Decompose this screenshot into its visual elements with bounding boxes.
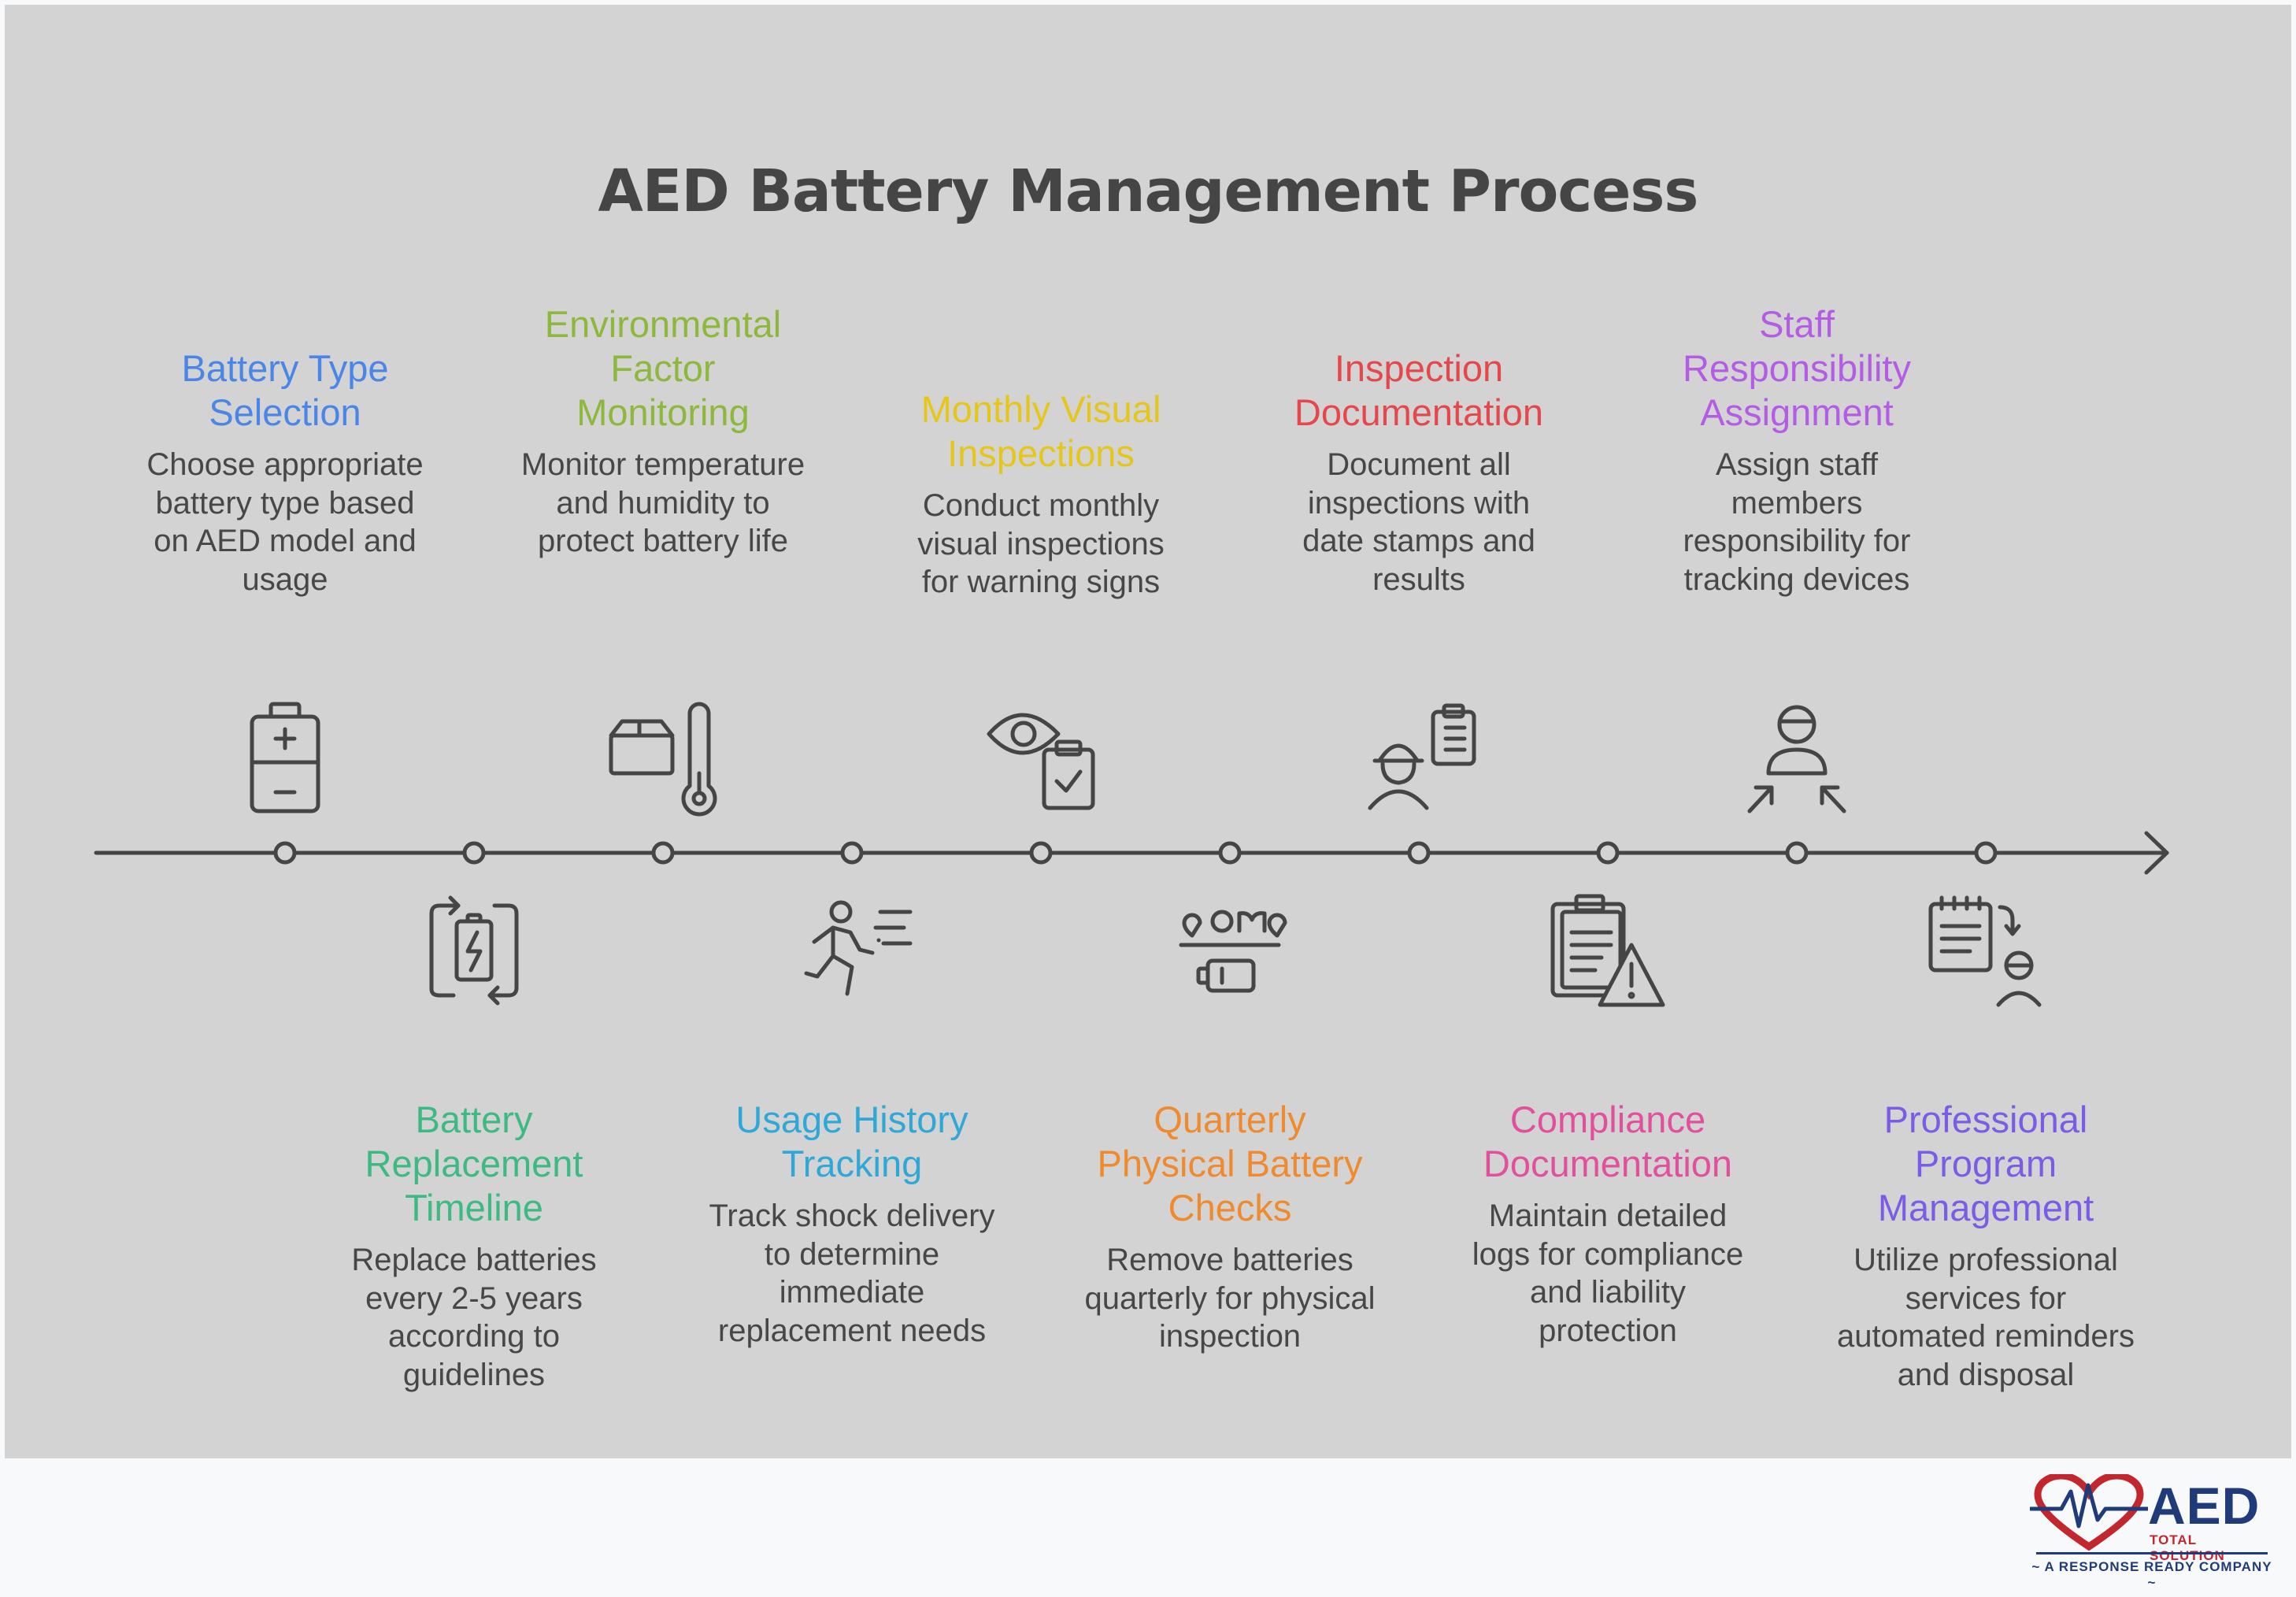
- running-person-icon: [804, 900, 913, 996]
- timeline-arrowhead: [2144, 831, 2169, 875]
- step-description: Choose appropriate battery type based on…: [146, 447, 424, 597]
- logo-subtitle: TOTAL SOLUTION: [2150, 1532, 2225, 1563]
- logo-brand: AED: [2148, 1477, 2261, 1535]
- step-usage-history-tracking: Usage History Tracking Track shock deliv…: [687, 1098, 1017, 1350]
- step-compliance-documentation: Compliance Documentation Maintain detail…: [1442, 1098, 1773, 1350]
- step-title: Quarterly Physical Battery Checks: [1097, 1099, 1363, 1228]
- timeline: [94, 702, 2169, 1007]
- step-title: Usage History Tracking: [735, 1099, 968, 1184]
- timeline-node: [1218, 841, 1242, 865]
- timeline-node: [840, 841, 864, 865]
- step-title: Battery Type Selection: [181, 347, 389, 433]
- logo-rule: [2036, 1552, 2268, 1554]
- step-quarterly-physical-battery-checks: Quarterly Physical Battery Checks Remove…: [1065, 1098, 1395, 1356]
- step-title: Compliance Documentation: [1483, 1099, 1733, 1184]
- step-title: Inspection Documentation: [1294, 347, 1544, 433]
- step-title: Battery Replacement Timeline: [365, 1099, 583, 1228]
- step-inspection-documentation: Inspection Documentation Document all in…: [1254, 346, 1584, 598]
- document-warning-icon: [1550, 894, 1665, 1007]
- heart-pulse-icon: [2030, 1474, 2148, 1551]
- step-description: Maintain detailed logs for compliance an…: [1472, 1199, 1744, 1348]
- aed-total-solution-logo: AED TOTAL SOLUTION ~ A RESPONSE READY CO…: [2030, 1474, 2274, 1590]
- step-title: Monthly Visual Inspections: [920, 388, 1161, 474]
- step-title: Environmental Factor Monitoring: [544, 303, 782, 433]
- step-title: Staff Responsibility Assignment: [1683, 303, 1911, 433]
- timeline-node: [1596, 841, 1620, 865]
- eye-clipboard-icon: [987, 713, 1095, 810]
- diagram-panel: [5, 5, 2291, 1458]
- step-description: Document all inspections with date stamp…: [1302, 447, 1535, 597]
- battery-icon: [250, 702, 320, 813]
- timeline-node: [1974, 841, 1998, 865]
- battery-cycle-icon: [429, 895, 519, 1006]
- timeline-node: [462, 841, 486, 865]
- step-description: Utilize professional services for automa…: [1837, 1243, 2135, 1392]
- step-description: Replace batteries every 2-5 years accord…: [351, 1243, 597, 1392]
- step-battery-replacement-timeline: Battery Replacement Timeline Replace bat…: [309, 1098, 639, 1394]
- timeline-node: [651, 841, 675, 865]
- step-description: Conduct monthly visual inspections for w…: [917, 488, 1165, 599]
- step-description: Assign staff members responsibility for …: [1683, 447, 1911, 597]
- box-thermometer-icon: [609, 702, 717, 817]
- step-battery-type-selection: Battery Type Selection Choose appropriat…: [120, 346, 450, 598]
- step-monthly-visual-inspections: Monthly Visual Inspections Conduct month…: [876, 387, 1206, 602]
- step-description: Monitor temperature and humidity to prot…: [520, 447, 805, 558]
- step-environmental-factor-monitoring: Environmental Factor Monitoring Monitor …: [498, 302, 828, 561]
- checklist-person-icon: [1928, 895, 2042, 1007]
- inspector-clipboard-icon: [1368, 703, 1476, 810]
- step-description: Track shock delivery to determine immedi…: [709, 1199, 995, 1348]
- battery-check-icon: [1179, 910, 1287, 993]
- timeline-node: [273, 841, 297, 865]
- person-arrows-icon: [1747, 705, 1846, 813]
- timeline-node: [1785, 841, 1809, 865]
- timeline-node: [1029, 841, 1053, 865]
- timeline-nodes: [273, 841, 1998, 865]
- logo-tagline: ~ A RESPONSE READY COMPANY ~: [2031, 1559, 2272, 1590]
- timeline-node: [1407, 841, 1431, 865]
- step-professional-program-management: Professional Program Management Utilize …: [1820, 1098, 2151, 1394]
- step-staff-responsibility-assignment: Staff Responsibility Assignment Assign s…: [1631, 302, 1962, 598]
- step-description: Remove batteries quarterly for physical …: [1084, 1243, 1376, 1354]
- step-title: Professional Program Management: [1877, 1099, 2094, 1228]
- diagram-title: AED Battery Management Process: [598, 157, 1699, 225]
